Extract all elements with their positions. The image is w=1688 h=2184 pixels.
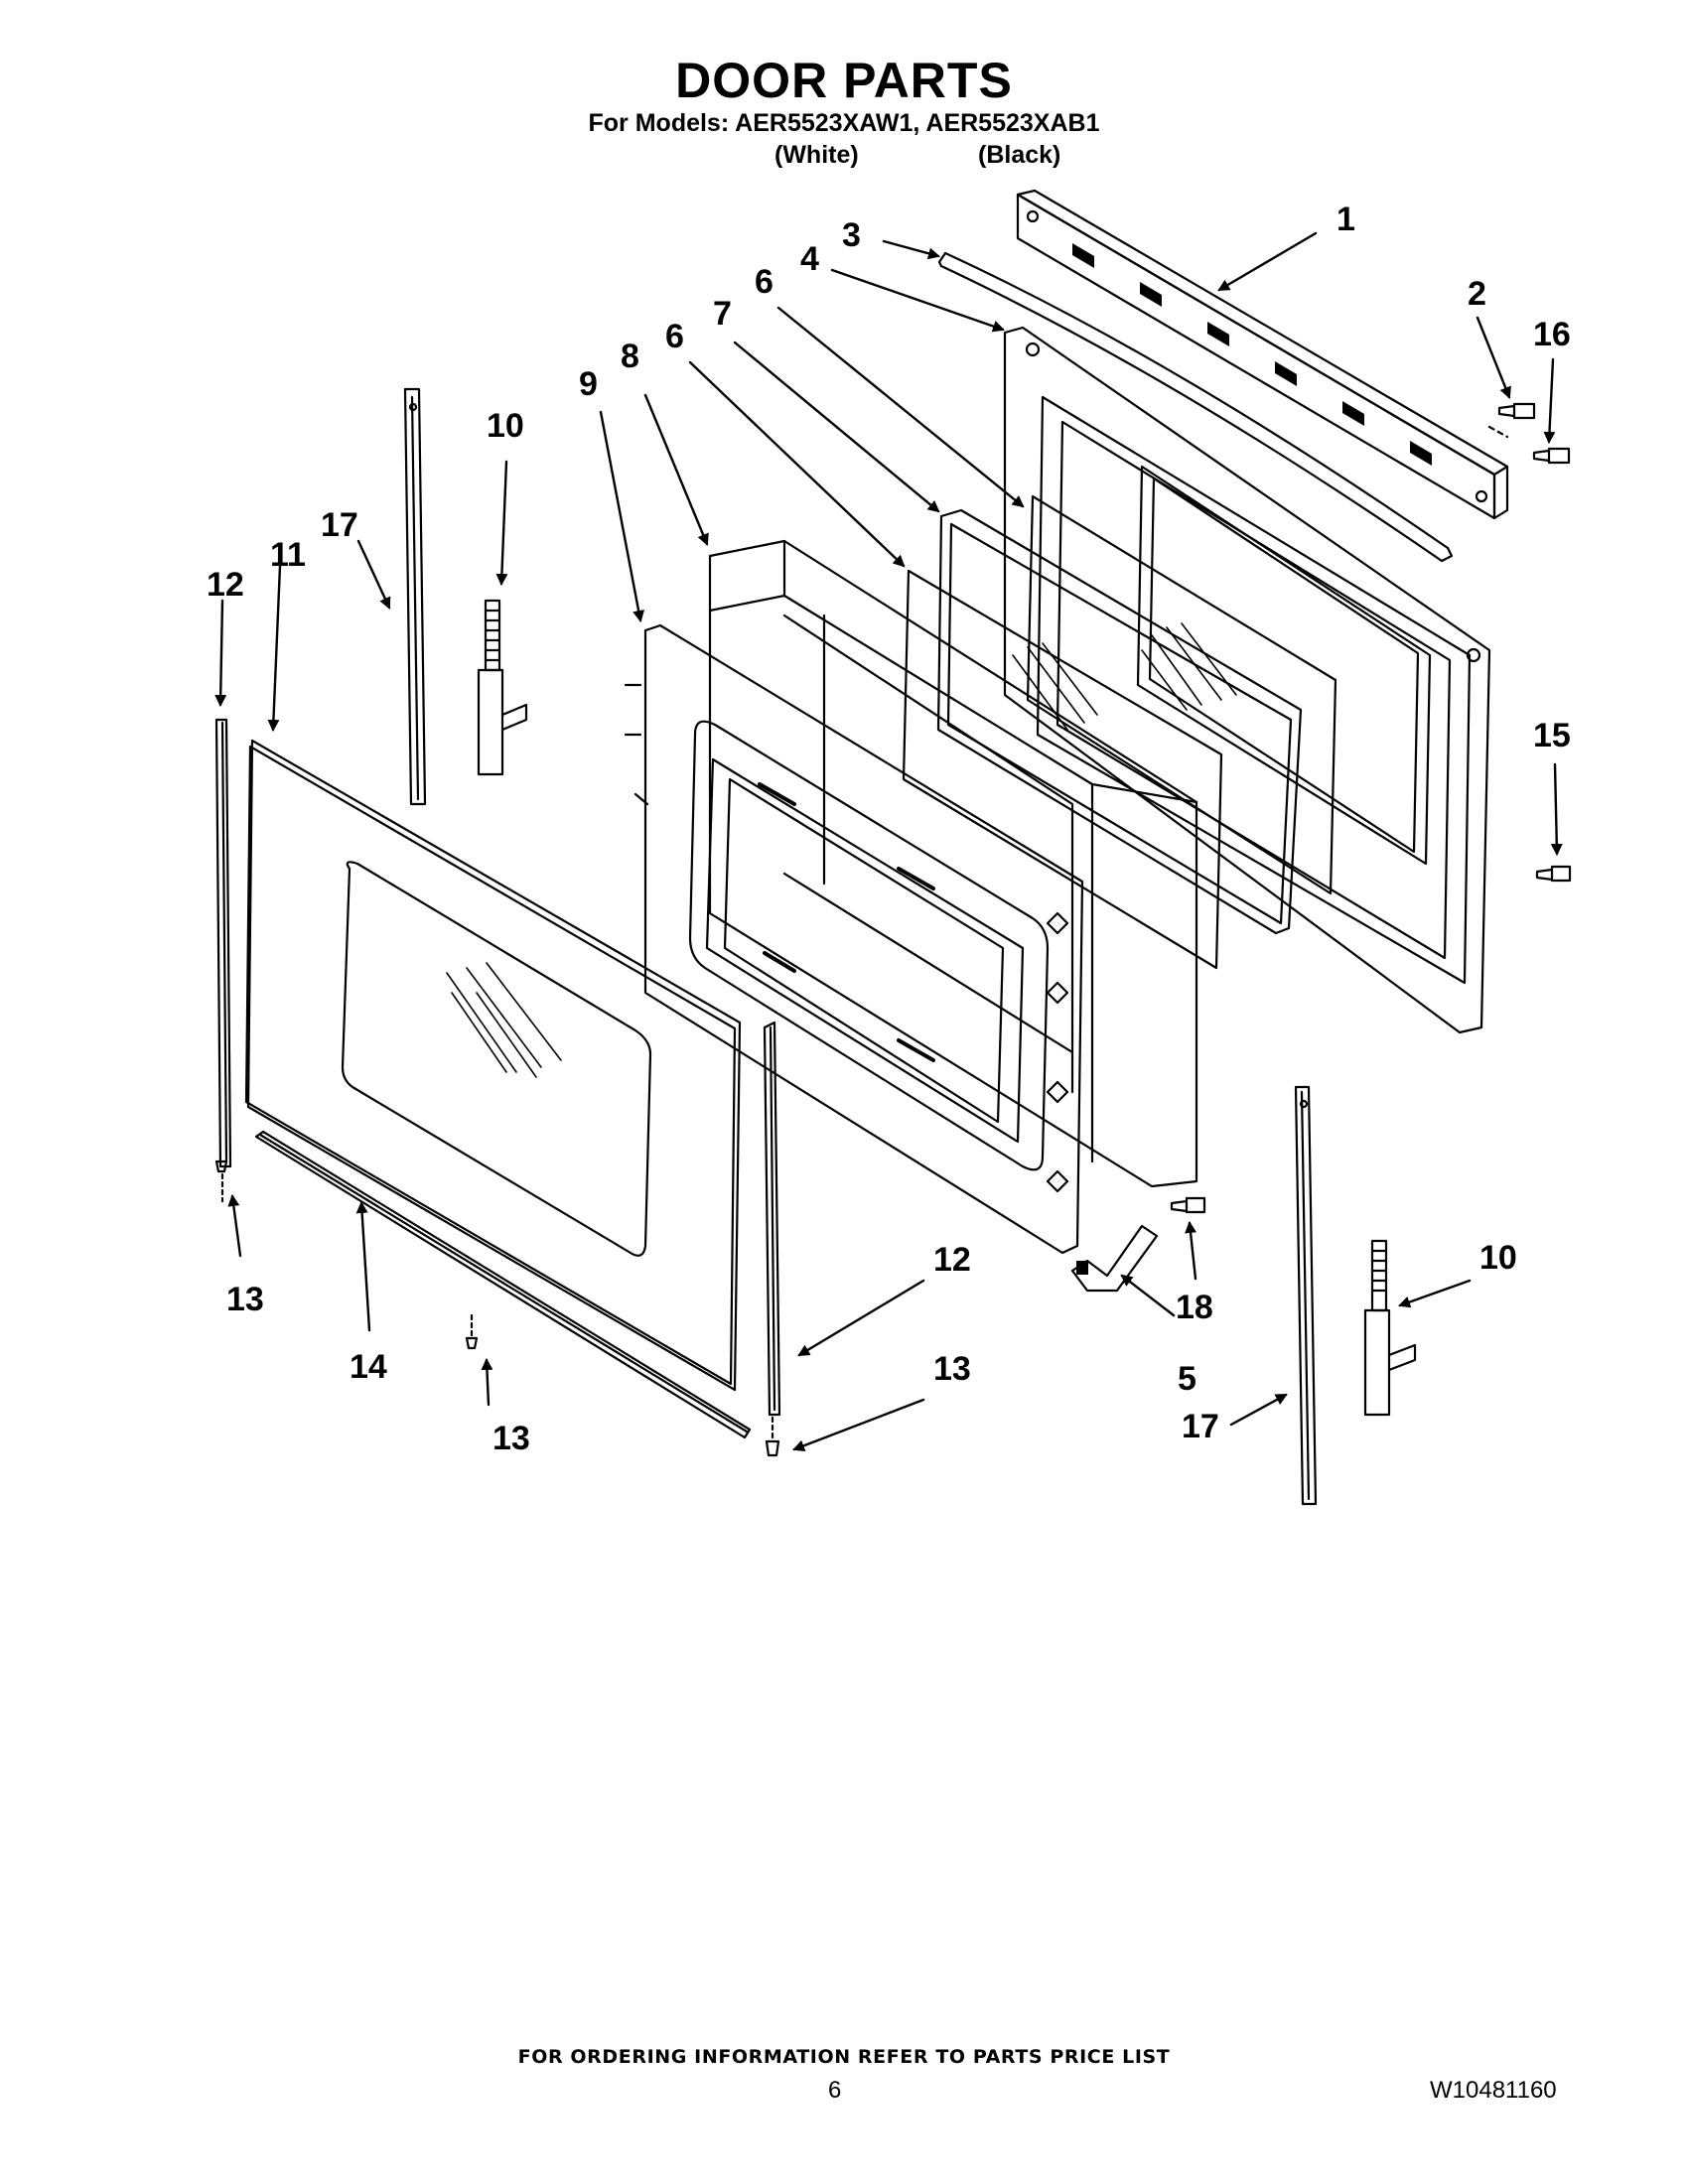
variant-black-label: (Black): [978, 141, 1061, 169]
screw-13-a: [214, 1160, 228, 1203]
callout-2: 2: [1468, 275, 1486, 313]
callout-9: 9: [579, 365, 598, 403]
callout-18: 18: [1176, 1289, 1213, 1326]
hinge-receiver-right-part: [1294, 1085, 1318, 1506]
bottom-trim-part: [254, 1130, 752, 1439]
callout-10-b: 10: [1479, 1239, 1517, 1277]
callout-12-b: 12: [933, 1241, 971, 1279]
vent-panel-part: [1016, 189, 1509, 520]
screw-13-c: [765, 1416, 780, 1457]
side-trim-right-part: [763, 1021, 781, 1417]
bracket-part: [1070, 1224, 1159, 1293]
callout-7: 7: [713, 295, 732, 333]
callout-16: 16: [1533, 316, 1571, 353]
screw-16: [1532, 447, 1571, 465]
door-liner-part: [624, 623, 1084, 1255]
callout-14: 14: [350, 1348, 387, 1386]
hinge-left-part: [477, 599, 528, 776]
callout-11: 11: [270, 536, 306, 574]
leader-lines: [214, 231, 1563, 1452]
callout-5: 5: [1178, 1360, 1196, 1398]
callout-12-a: 12: [207, 566, 244, 604]
insulation-part: [708, 539, 1198, 1188]
hinge-receiver-left-part: [403, 387, 427, 806]
middle-glass-part: [902, 569, 1223, 970]
inner-glass-part: [1026, 494, 1337, 895]
screw-18: [1170, 1196, 1206, 1214]
screw-13-b: [465, 1313, 479, 1350]
callout-17-b: 17: [1182, 1408, 1219, 1445]
models-line: For Models: AER5523XAW1, AER5523XAB1: [588, 109, 1100, 137]
callout-15: 15: [1533, 717, 1571, 754]
outer-door-panel-part: [244, 739, 742, 1392]
page-number: 6: [828, 2077, 842, 2104]
page-title: DOOR PARTS: [675, 53, 1013, 108]
variant-white-label: (White): [774, 141, 859, 169]
callout-10-a: 10: [487, 407, 524, 445]
side-trim-left-part: [214, 718, 232, 1168]
callout-1: 1: [1336, 201, 1355, 238]
screw-15: [1535, 865, 1572, 883]
callout-6-b: 6: [665, 318, 684, 355]
callout-6-a: 6: [755, 263, 774, 301]
ordering-note: FOR ORDERING INFORMATION REFER TO PARTS …: [517, 2046, 1171, 2068]
door-handle-part: [937, 251, 1454, 563]
callout-13-b: 13: [492, 1420, 530, 1457]
callout-8: 8: [621, 338, 639, 375]
callout-4: 4: [800, 240, 819, 278]
glass-pack-frame-part: [936, 508, 1303, 935]
callout-3: 3: [842, 216, 861, 254]
screw-2: [1497, 402, 1536, 420]
inner-door-panel-part: [1003, 326, 1491, 1034]
callout-13-c: 13: [933, 1350, 971, 1388]
callout-17-a: 17: [321, 506, 358, 544]
callout-13-a: 13: [226, 1281, 264, 1318]
hinge-right-part: [1363, 1239, 1417, 1417]
document-number: W10481160: [1430, 2077, 1557, 2104]
